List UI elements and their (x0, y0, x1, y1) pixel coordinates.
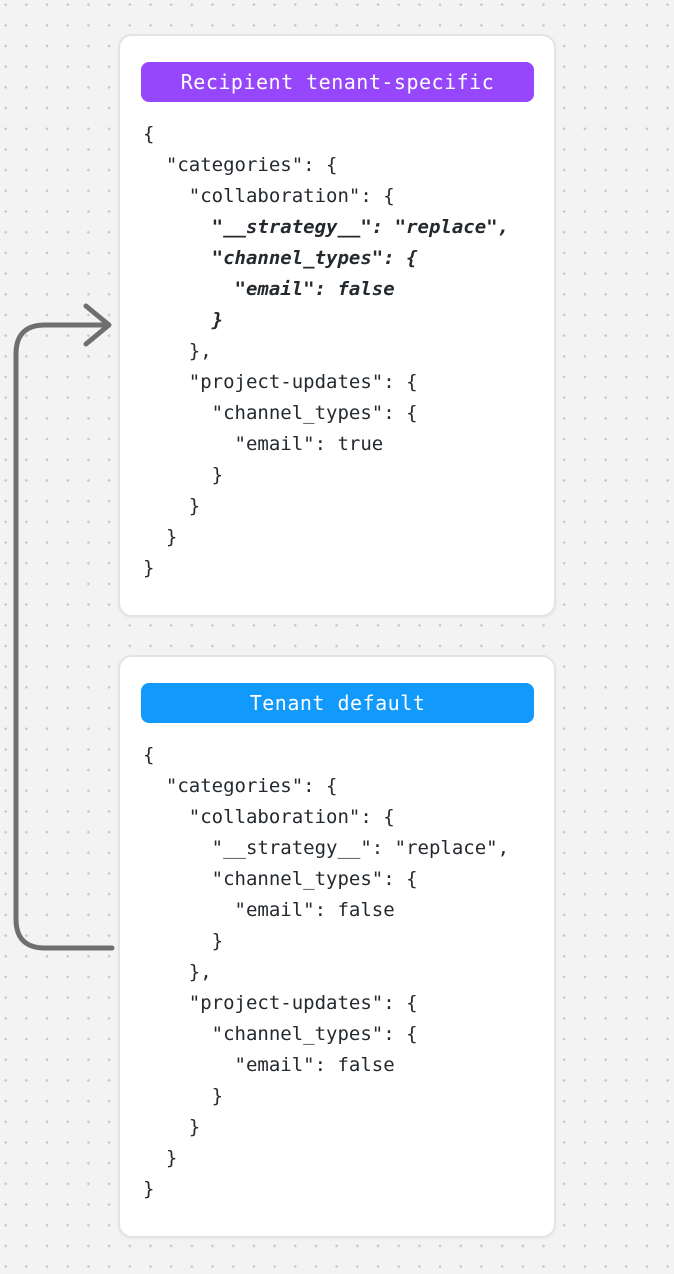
code-line: "channel_types": { (143, 868, 418, 890)
json-code-block: { "categories": { "collaboration": { "__… (141, 740, 534, 1205)
badge-label: Recipient tenant-specific (180, 70, 495, 94)
code-line: }, (143, 340, 212, 362)
code-line: "channel_types": { (143, 247, 418, 269)
code-line: } (143, 309, 224, 331)
code-line: }, (143, 961, 212, 983)
merge-arrow-line (13, 322, 115, 951)
code-line: "channel_types": { (143, 402, 418, 424)
recipient-tenant-specific-card: Recipient tenant-specific { "categories"… (118, 34, 556, 617)
code-line: "email": false (143, 899, 395, 921)
code-line: { (143, 123, 155, 145)
tenant-default-card: Tenant default { "categories": { "collab… (118, 655, 556, 1238)
code-line: } (143, 526, 178, 548)
code-line: } (143, 557, 155, 579)
code-line: "collaboration": { (143, 185, 395, 207)
code-line: "__strategy__": "replace", (143, 837, 510, 859)
code-line: "collaboration": { (143, 806, 395, 828)
badge-label: Tenant default (249, 691, 426, 715)
code-line: { (143, 744, 155, 766)
code-line: } (143, 1116, 201, 1138)
recipient-tenant-specific-badge: Recipient tenant-specific (141, 62, 534, 102)
code-line: } (143, 495, 201, 517)
json-code-block: { "categories": { "collaboration": { "__… (141, 119, 534, 584)
code-line: } (143, 464, 224, 486)
code-line: "__strategy__": "replace", (143, 216, 510, 238)
code-line: } (143, 1147, 178, 1169)
code-line: "project-updates": { (143, 992, 418, 1014)
code-line: "email": false (143, 1054, 395, 1076)
code-line: "categories": { (143, 154, 338, 176)
tenant-default-badge: Tenant default (141, 683, 534, 723)
code-line: } (143, 1178, 155, 1200)
code-line: } (143, 1085, 224, 1107)
merge-arrow-head (83, 303, 112, 347)
code-line: } (143, 930, 224, 952)
code-line: "email": true (143, 433, 384, 455)
code-line: "email": false (143, 278, 395, 300)
code-line: "project-updates": { (143, 371, 418, 393)
code-line: "channel_types": { (143, 1023, 418, 1045)
code-line: "categories": { (143, 775, 338, 797)
